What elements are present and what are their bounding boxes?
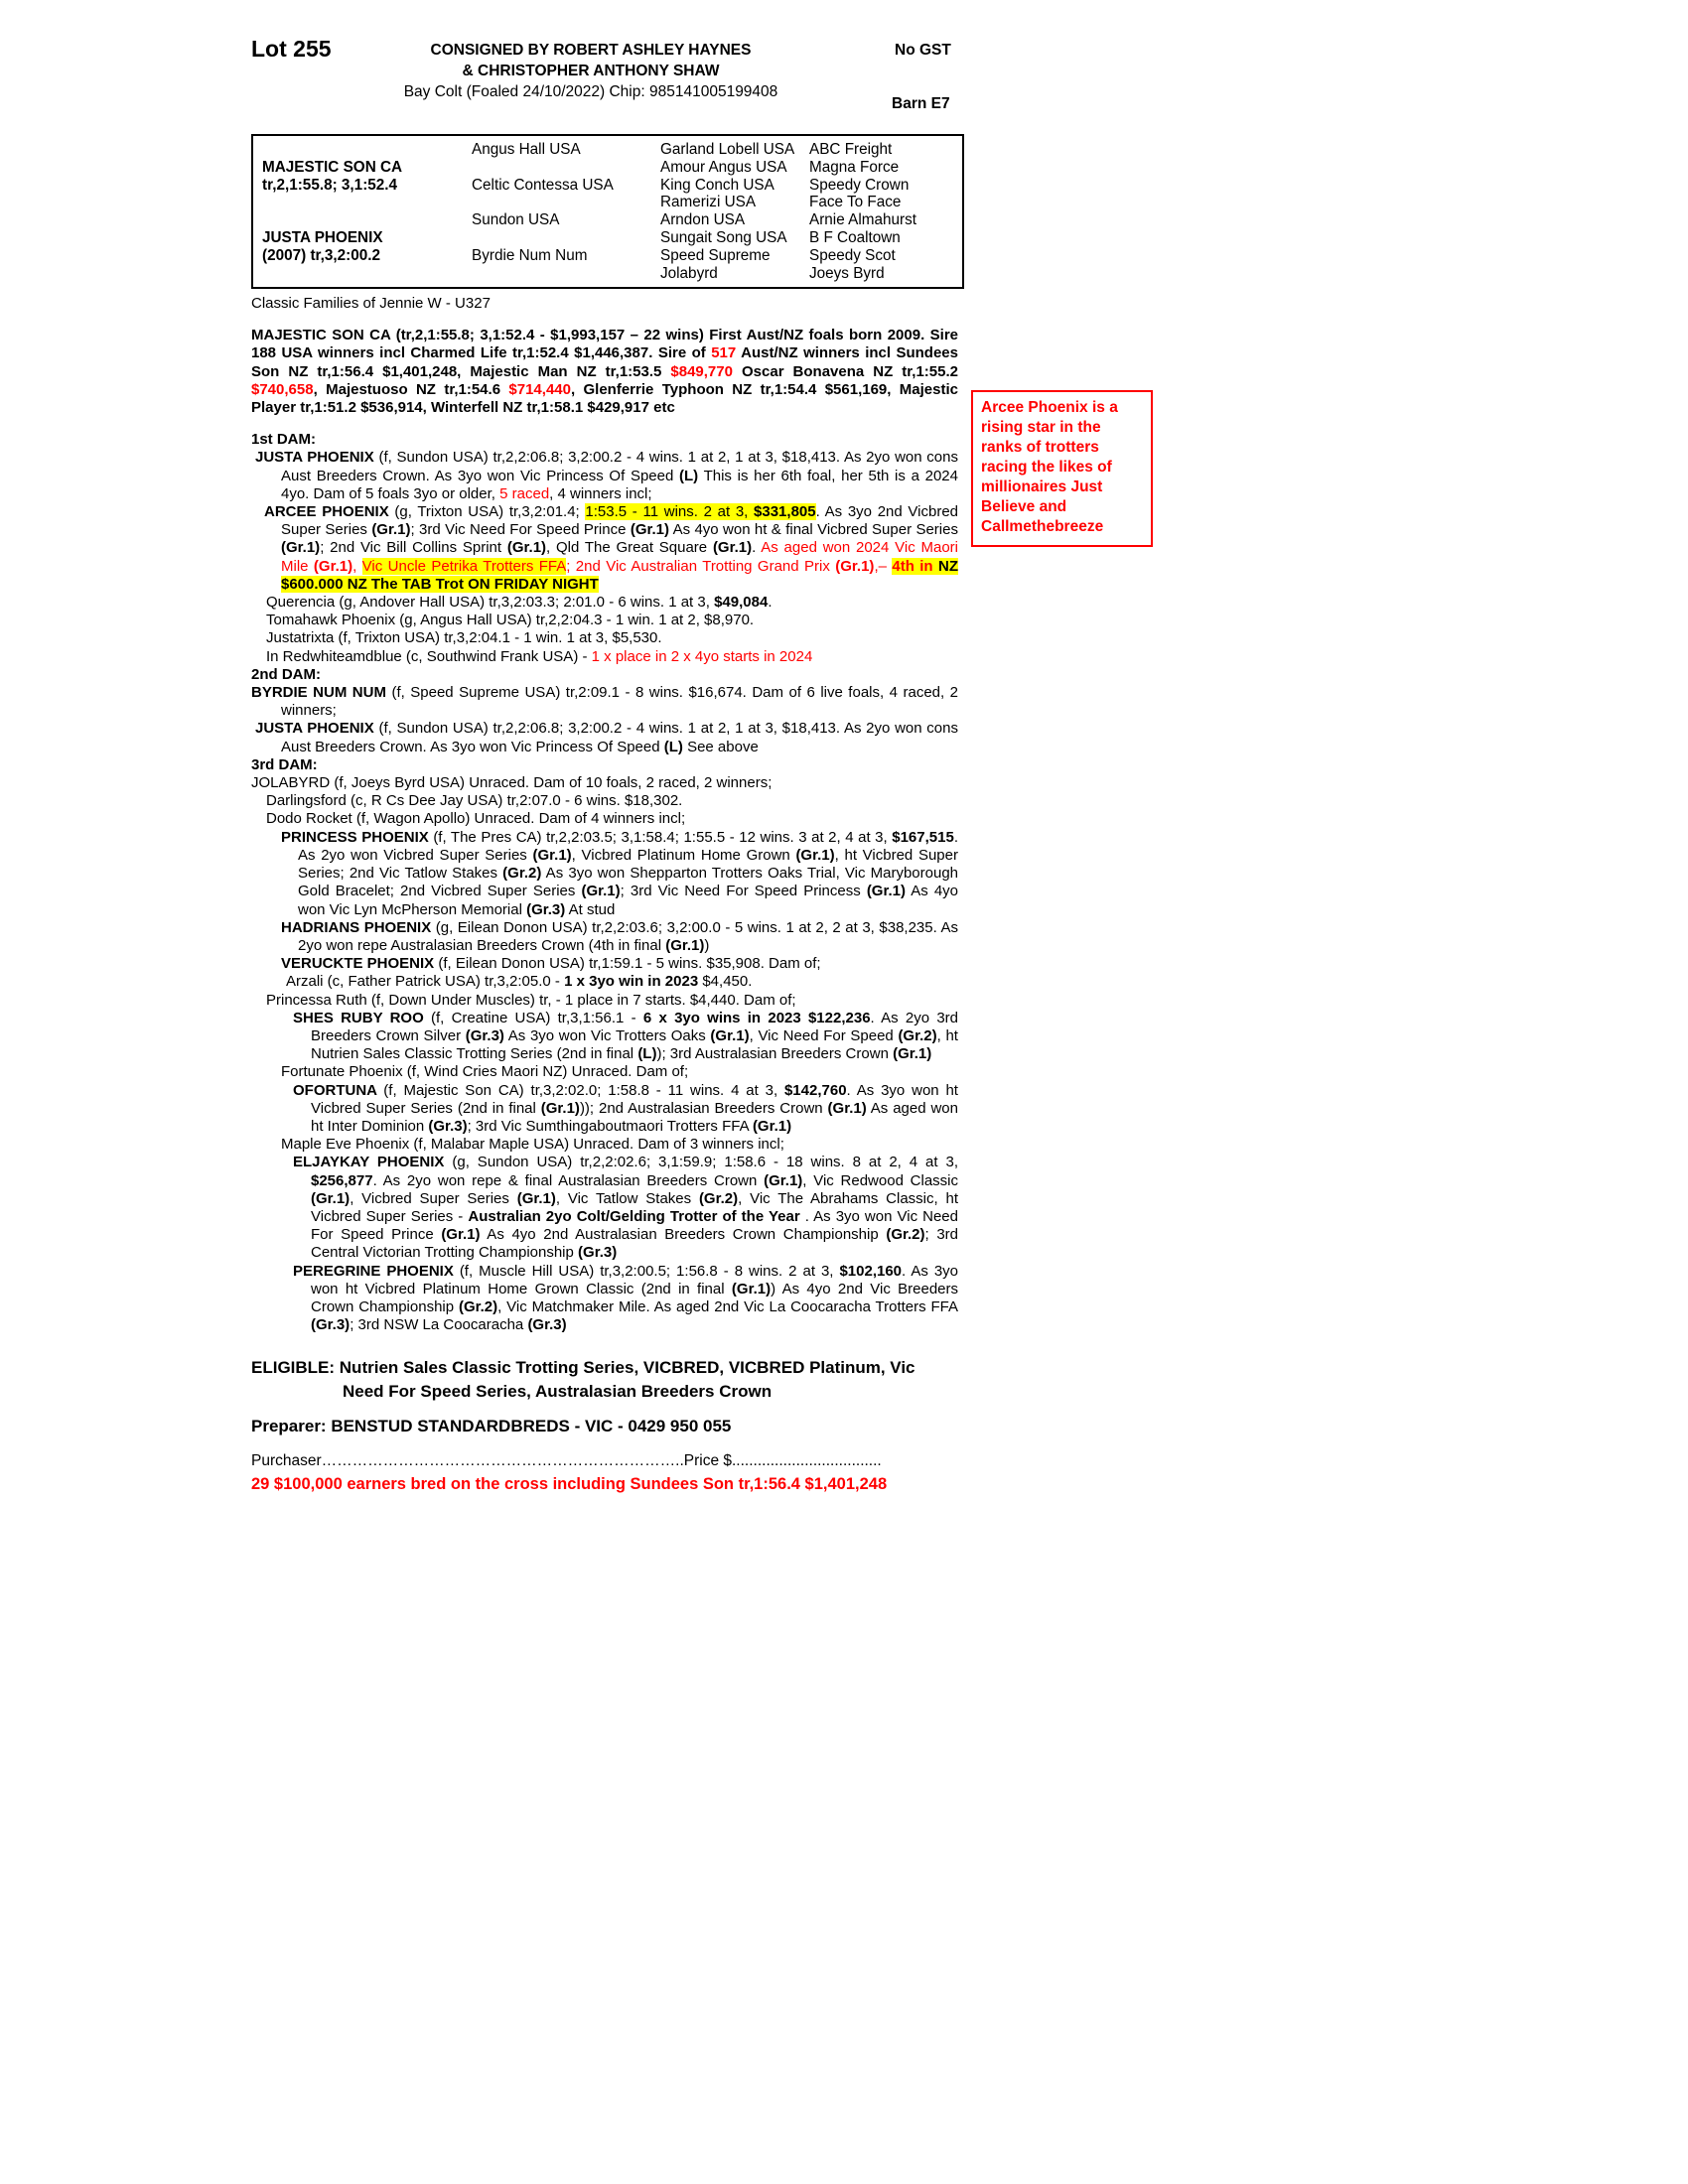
- pedigree-gen3-item: Speed Supreme: [660, 246, 771, 264]
- pedigree-gen2-item: Celtic Contessa USA: [472, 176, 614, 194]
- dam1-justa-phoenix: JUSTA PHOENIX (f, Sundon USA) tr,2,2:06.…: [255, 449, 958, 502]
- dam3-ofortuna: OFORTUNA (f, Majestic Son CA) tr,3,2:02.…: [293, 1081, 958, 1135]
- pedigree-gen3-item: King Conch USA: [660, 176, 774, 194]
- sire-record: tr,2,1:55.8; 3,1:52.4: [262, 176, 398, 194]
- pedigree-gen2-item: Angus Hall USA: [472, 141, 581, 158]
- barn-label: Barn E7: [892, 95, 950, 112]
- pedigree-gen4-item: ABC Freight: [809, 141, 893, 158]
- dam1-justatrixta: Justatrixta (f, Trixton USA) tr,3,2:04.1…: [266, 629, 662, 647]
- pedigree-gen3-item: Arndon USA: [660, 211, 746, 229]
- no-gst-label: No GST: [895, 42, 951, 59]
- dam1-heading: 1st DAM:: [251, 431, 317, 449]
- dam1-in-redwhiteamdblue: In Redwhiteamdblue (c, Southwind Frank U…: [266, 647, 813, 665]
- pedigree-gen4-item: Speedy Crown: [809, 176, 910, 194]
- consignor-line2: & CHRISTOPHER ANTHONY SHAW: [462, 63, 720, 79]
- dam3-maple-eve-phoenix: Maple Eve Phoenix (f, Malabar Maple USA)…: [281, 1136, 784, 1154]
- dam1-querencia: Querencia (g, Andover Hall USA) tr,3,2:0…: [266, 594, 773, 612]
- pedigree-gen3-item: Sungait Song USA: [660, 228, 787, 246]
- pedigree-gen4-item: Face To Face: [809, 194, 902, 211]
- dam-name: JUSTA PHOENIX: [262, 228, 383, 246]
- pedigree-gen3-item: Ramerizi USA: [660, 194, 757, 211]
- dam2-byrdie-num-num: BYRDIE NUM NUM (f, Speed Supreme USA) tr…: [251, 684, 958, 720]
- cross-earners-note: 29 $100,000 earners bred on the cross in…: [251, 1474, 888, 1493]
- pedigree-gen4-item: Joeys Byrd: [809, 264, 885, 282]
- dam3-hadrians-phoenix: HADRIANS PHOENIX (g, Eilean Donon USA) t…: [281, 918, 958, 954]
- dam1-tomahawk-phoenix: Tomahawk Phoenix (g, Angus Hall USA) tr,…: [266, 612, 755, 629]
- dam3-jolabyrd: JOLABYRD (f, Joeys Byrd USA) Unraced. Da…: [251, 774, 773, 792]
- dam-record: (2007) tr,3,2:00.2: [262, 246, 381, 264]
- pedigree-text-column: Classic Families of Jennie W - U327 MAJE…: [251, 295, 958, 1493]
- dam3-princessa-ruth: Princessa Ruth (f, Down Under Muscles) t…: [266, 991, 796, 1009]
- pedigree-sire-block: MAJESTIC SON CA tr,2,1:55.8; 3,1:52.4: [262, 159, 472, 195]
- pedigree-gen4-item: Arnie Almahurst: [809, 211, 916, 229]
- consignor-line1: CONSIGNED BY ROBERT ASHLEY HAYNES: [430, 42, 752, 59]
- pedigree-table: MAJESTIC SON CA tr,2,1:55.8; 3,1:52.4 JU…: [251, 134, 964, 289]
- dam3-arzali: Arzali (c, Father Patrick USA) tr,3,2:05…: [286, 973, 753, 991]
- preparer-line: Preparer: BENSTUD STANDARDBREDS - VIC - …: [251, 1417, 732, 1436]
- arcee-phoenix-callout: Arcee Phoenix is a rising star in the ra…: [971, 390, 1153, 547]
- pedigree-gen3-item: Amour Angus USA: [660, 158, 787, 176]
- dam2-heading: 2nd DAM:: [251, 665, 321, 683]
- dam3-eljaykay-phoenix: ELJAYKAY PHOENIX (g, Sundon USA) tr,2,2:…: [293, 1154, 959, 1262]
- pedigree-gen4-item: Magna Force: [809, 158, 900, 176]
- dam3-dodo-rocket: Dodo Rocket (f, Wagon Apollo) Unraced. D…: [266, 810, 686, 828]
- dam3-princess-phoenix: PRINCESS PHOENIX (f, The Pres CA) tr,2,2…: [281, 828, 959, 918]
- pedigree-dam-block: JUSTA PHOENIX (2007) tr,3,2:00.2: [262, 229, 472, 265]
- purchaser-price-line: Purchaser……………………………………………………………..Price …: [251, 1451, 882, 1469]
- foal-info: Bay Colt (Foaled 24/10/2022) Chip: 98514…: [403, 83, 778, 100]
- sire-summary: MAJESTIC SON CA (tr,2,1:55.8; 3,1:52.4 -…: [251, 327, 958, 417]
- dam1-arcee-phoenix: ARCEE PHOENIX (g, Trixton USA) tr,3,2:01…: [264, 503, 959, 593]
- pedigree-gen3-item: Garland Lobell USA: [660, 141, 795, 158]
- pedigree-gen2-item: Byrdie Num Num: [472, 246, 588, 264]
- lot-number: Lot 255: [251, 36, 332, 62]
- pedigree-gen3-item: Jolabyrd: [660, 264, 718, 282]
- dam3-darlingsford: Darlingsford (c, R Cs Dee Jay USA) tr,2:…: [266, 792, 683, 810]
- dam3-heading: 3rd DAM:: [251, 755, 318, 773]
- dam3-fortunate-phoenix: Fortunate Phoenix (f, Wind Cries Maori N…: [281, 1063, 689, 1081]
- eligible-series-line: ELIGIBLE: Nutrien Sales Classic Trotting…: [251, 1358, 915, 1402]
- dam3-shes-ruby-roo: SHES RUBY ROO (f, Creatine USA) tr,3,1:5…: [293, 1009, 959, 1063]
- consignor-block: CONSIGNED BY ROBERT ASHLEY HAYNES & CHRI…: [357, 40, 824, 102]
- pedigree-gen4-item: B F Coaltown: [809, 228, 901, 246]
- dam3-veruckte-phoenix: VERUCKTE PHOENIX (f, Eilean Donon USA) t…: [281, 955, 821, 973]
- sire-name: MAJESTIC SON CA: [262, 158, 403, 176]
- pedigree-gen4-item: Speedy Scot: [809, 246, 896, 264]
- dam2-justa-phoenix: JUSTA PHOENIX (f, Sundon USA) tr,2,2:06.…: [255, 720, 958, 755]
- dam3-peregrine-phoenix: PEREGRINE PHOENIX (f, Muscle Hill USA) t…: [293, 1262, 959, 1334]
- pedigree-gen2-item: Sundon USA: [472, 211, 560, 229]
- classic-families-line: Classic Families of Jennie W - U327: [251, 295, 491, 312]
